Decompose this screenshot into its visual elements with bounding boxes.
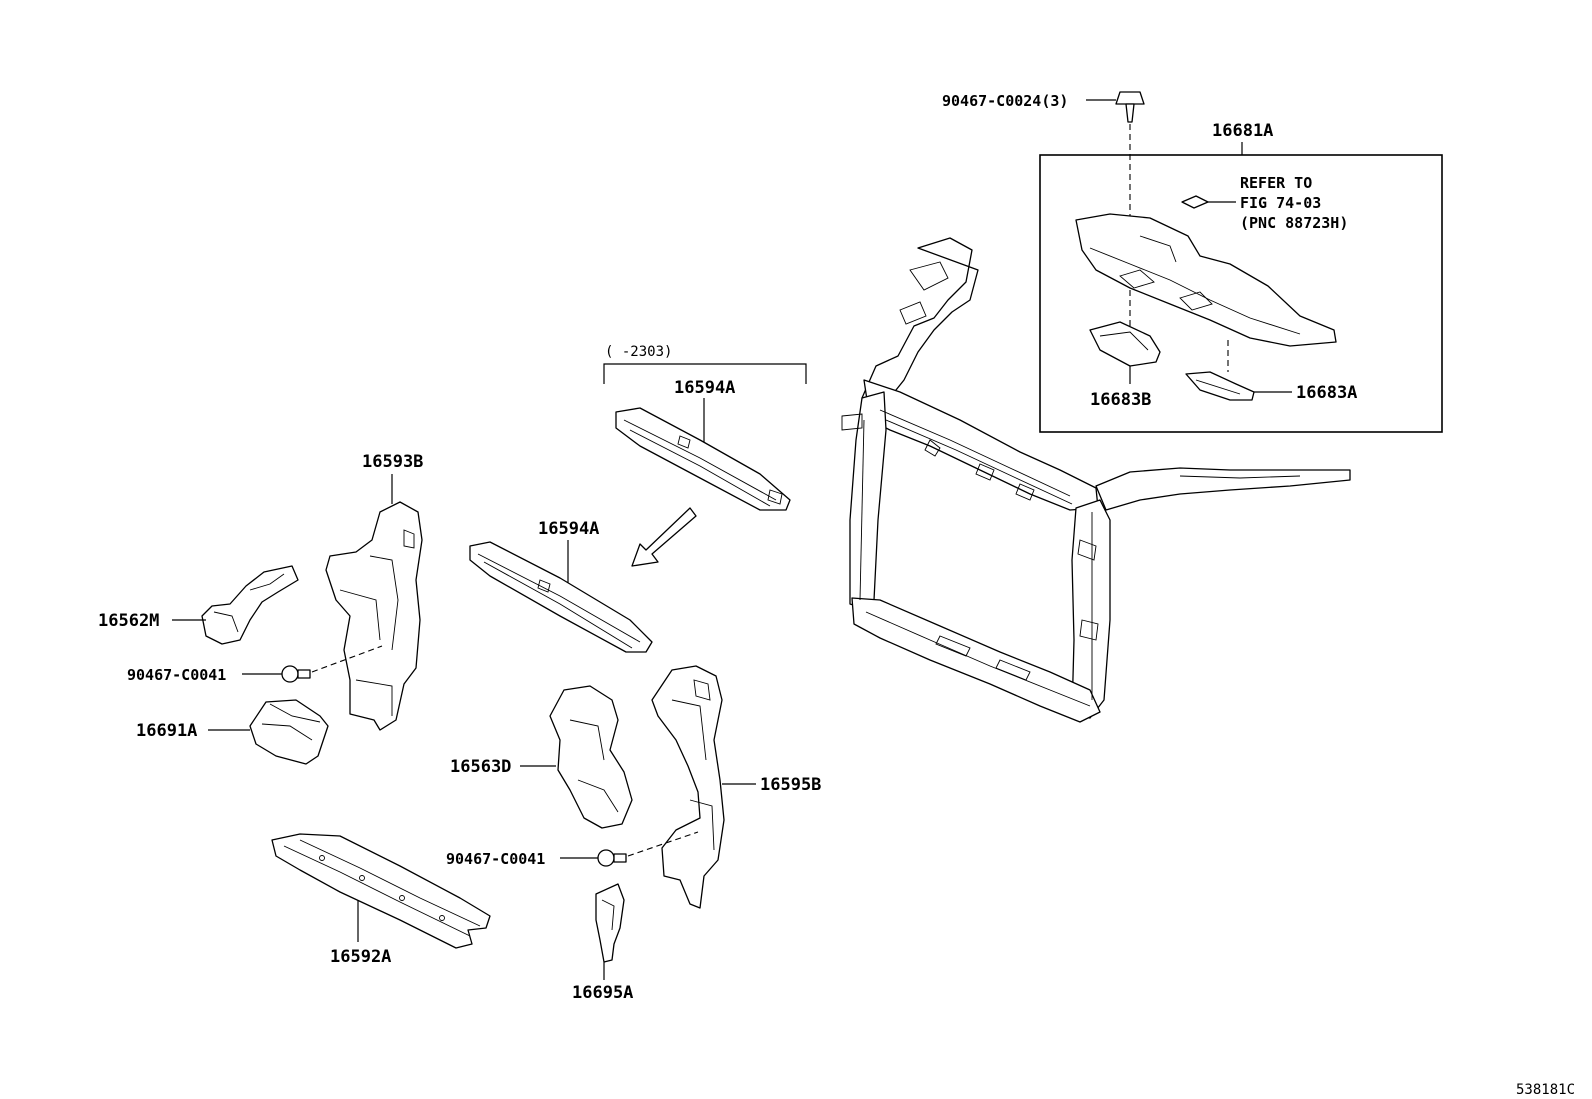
- label-16695a: 16695A: [572, 983, 633, 1003]
- label-16681a: 16681A: [1212, 121, 1273, 141]
- label-16562m: 16562M: [98, 611, 159, 631]
- dash-clip-right: [627, 831, 699, 857]
- label-16691a: 16691A: [136, 721, 197, 741]
- part-16691a-guide: [249, 699, 329, 765]
- part-16593b-side-seal: [325, 501, 423, 731]
- label-90467-c0024: 90467-C0024(3): [942, 92, 1068, 110]
- clip-90467-c0041-left: [281, 665, 311, 683]
- label-16593b: 16593B: [362, 452, 423, 472]
- label-16595b: 16595B: [760, 775, 821, 795]
- label-16594a-lower: 16594A: [538, 519, 599, 539]
- assembly-box-16681a: [1039, 154, 1443, 433]
- radiator-support-frame: [841, 237, 1351, 723]
- part-16595b-side-seal: [651, 665, 725, 909]
- label-16563d: 16563D: [450, 757, 511, 777]
- label-90467-c0041-right: 90467-C0041: [446, 850, 545, 868]
- note-fig-74-03: FIG 74-03: [1240, 194, 1321, 212]
- bracket-date-range: [603, 363, 807, 384]
- part-16592a-lower-seal: [271, 833, 491, 949]
- figure-id: 538181C: [1516, 1082, 1575, 1098]
- part-16683a-seal: [1185, 371, 1255, 401]
- ref-marker: [1181, 195, 1209, 209]
- part-16695a-guide: [595, 883, 625, 963]
- arrow-superseded: [631, 507, 697, 567]
- part-16594a-upper-seal: [615, 407, 791, 511]
- note-pnc-88723h: (PNC 88723H): [1240, 214, 1348, 232]
- dash-clip-left: [311, 645, 383, 673]
- clip-90467-c0041-right: [597, 849, 627, 867]
- part-16563d-duct: [549, 685, 633, 829]
- label-date-range: ( -2303): [605, 344, 672, 360]
- part-16562m-duct: [201, 565, 299, 645]
- label-90467-c0041-left: 90467-C0041: [127, 666, 226, 684]
- label-16592a: 16592A: [330, 947, 391, 967]
- label-16683b: 16683B: [1090, 390, 1151, 410]
- part-16594a-lower-seal: [469, 541, 653, 653]
- part-16683b-seal: [1089, 321, 1161, 367]
- clip-90467-c0024: [1115, 91, 1145, 123]
- note-refer-to: REFER TO: [1240, 174, 1312, 192]
- part-radiator-upper-cover: [1075, 213, 1337, 347]
- label-16594a-upper: 16594A: [674, 378, 735, 398]
- label-16683a: 16683A: [1296, 383, 1357, 403]
